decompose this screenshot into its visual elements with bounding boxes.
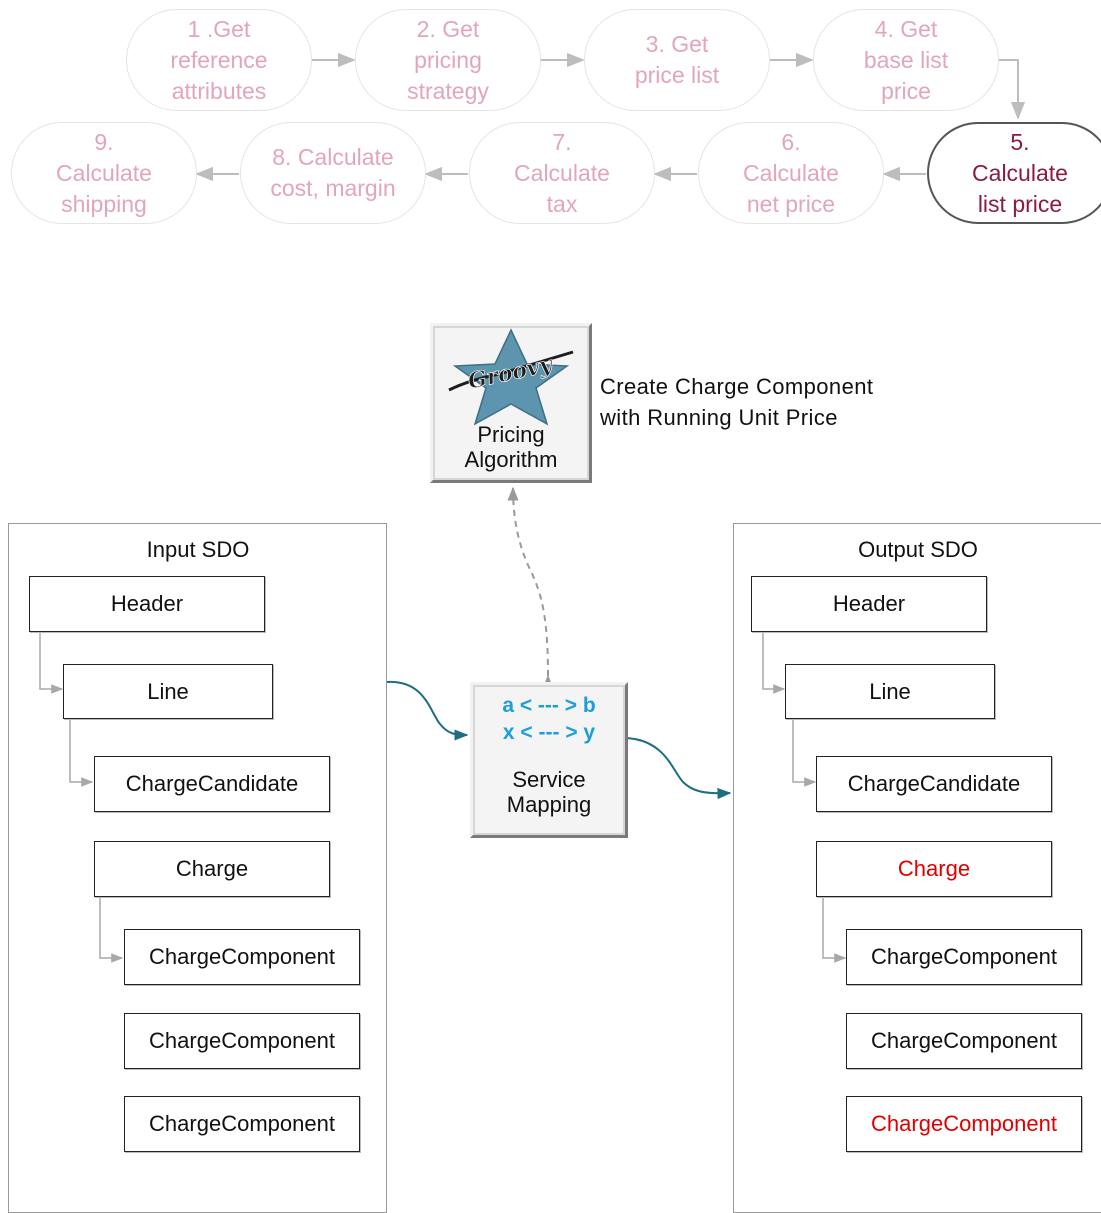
process-step-8: 8. Calculate cost, margin	[240, 122, 426, 224]
output-header-node: Header	[751, 576, 987, 632]
process-step-7: 7. Calculate tax	[469, 122, 655, 224]
groovy-logo: Groovy	[448, 328, 574, 426]
input-header-node: Header	[29, 576, 265, 632]
output-charge-component-node: ChargeComponent	[846, 929, 1082, 985]
output-charge-component-node-new: ChargeComponent	[846, 1096, 1082, 1152]
dashed-link-algorithm-mapping	[507, 486, 554, 689]
output-charge-node-updated: Charge	[816, 841, 1052, 897]
mapping-pair-x-y: x < --- > y	[502, 721, 596, 744]
algorithm-annotation-line1: Create Charge Component	[600, 374, 874, 399]
input-line-node: Line	[63, 664, 273, 719]
flow-input-to-mapping	[386, 680, 469, 741]
output-sdo-title: Output SDO	[858, 537, 978, 562]
input-charge-candidate-node: ChargeCandidate	[94, 756, 330, 812]
service-mapping-label-line2: Mapping	[506, 792, 592, 817]
service-mapping-label-line1: Service	[512, 767, 586, 792]
input-charge-component-node: ChargeComponent	[124, 1013, 360, 1069]
process-step-3: 3. Get price list	[584, 9, 770, 111]
process-step-1: 1 .Get reference attributes	[126, 9, 312, 111]
mapping-pair-a-b: a < --- > b	[502, 694, 596, 717]
process-step-2: 2. Get pricing strategy	[355, 9, 541, 111]
flow-arrow-4-5	[999, 59, 1026, 120]
process-step-5-current: 5. Calculate list price	[927, 122, 1101, 224]
flow-mapping-to-output	[625, 737, 732, 800]
input-charge-node: Charge	[94, 841, 330, 897]
output-charge-component-node: ChargeComponent	[846, 1013, 1082, 1069]
process-step-9: 9. Calculate shipping	[11, 122, 197, 224]
pricing-algorithm-label-line1: Pricing	[477, 422, 545, 447]
algorithm-annotation-line2: with Running Unit Price	[600, 405, 838, 430]
tree-connector	[822, 898, 847, 963]
tree-connector	[762, 633, 786, 694]
process-step-6: 6. Calculate net price	[698, 122, 884, 224]
input-charge-component-node: ChargeComponent	[124, 929, 360, 985]
pricing-algorithm-label-line2: Algorithm	[464, 447, 558, 472]
tree-connector	[792, 720, 817, 787]
input-charge-component-node: ChargeComponent	[124, 1096, 360, 1152]
service-mapping-box: a < --- > b x < --- > y Service Mapping	[470, 682, 628, 838]
tree-connector	[69, 720, 94, 787]
tree-connector	[99, 898, 124, 963]
tree-connector	[39, 633, 64, 694]
output-line-node: Line	[785, 664, 995, 719]
process-step-4: 4. Get base list price	[813, 9, 999, 111]
pricing-algorithm-box: Groovy Pricing Algorithm	[430, 323, 592, 483]
output-charge-candidate-node: ChargeCandidate	[816, 756, 1052, 812]
input-sdo-title: Input SDO	[146, 537, 250, 562]
